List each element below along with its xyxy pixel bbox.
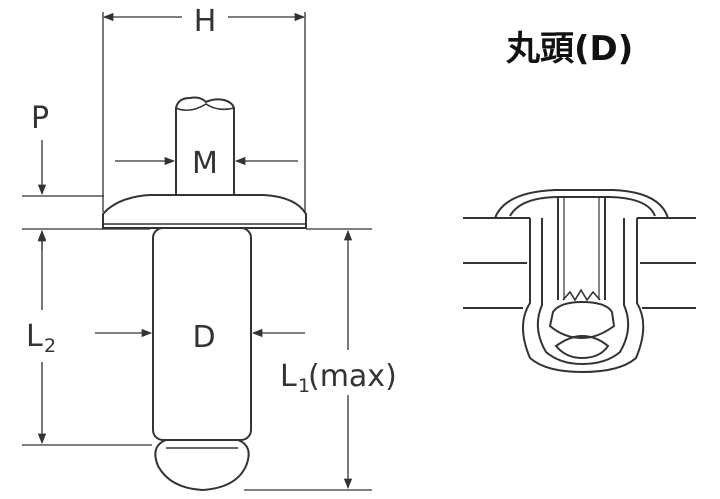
svg-text:1: 1: [298, 375, 310, 397]
svg-text:L: L: [280, 359, 297, 394]
label-l1: L 1 (max): [280, 359, 397, 397]
mandrel-head: [154, 439, 250, 492]
label-h: H: [194, 4, 217, 39]
label-m: M: [192, 146, 218, 181]
diagram-title: 丸頭(D): [505, 29, 633, 69]
rivet-side-view: [102, 96, 307, 492]
svg-text:2: 2: [44, 335, 56, 357]
label-l2: L 2: [26, 319, 56, 357]
rivet-head: [102, 194, 307, 229]
mandrel: [175, 96, 235, 198]
svg-text:L: L: [26, 319, 43, 354]
dimension-lines: [22, 12, 372, 491]
label-p: P: [31, 101, 49, 136]
svg-text:(max): (max): [308, 359, 397, 394]
label-d: D: [192, 320, 215, 355]
installed-section-view: [463, 189, 696, 374]
